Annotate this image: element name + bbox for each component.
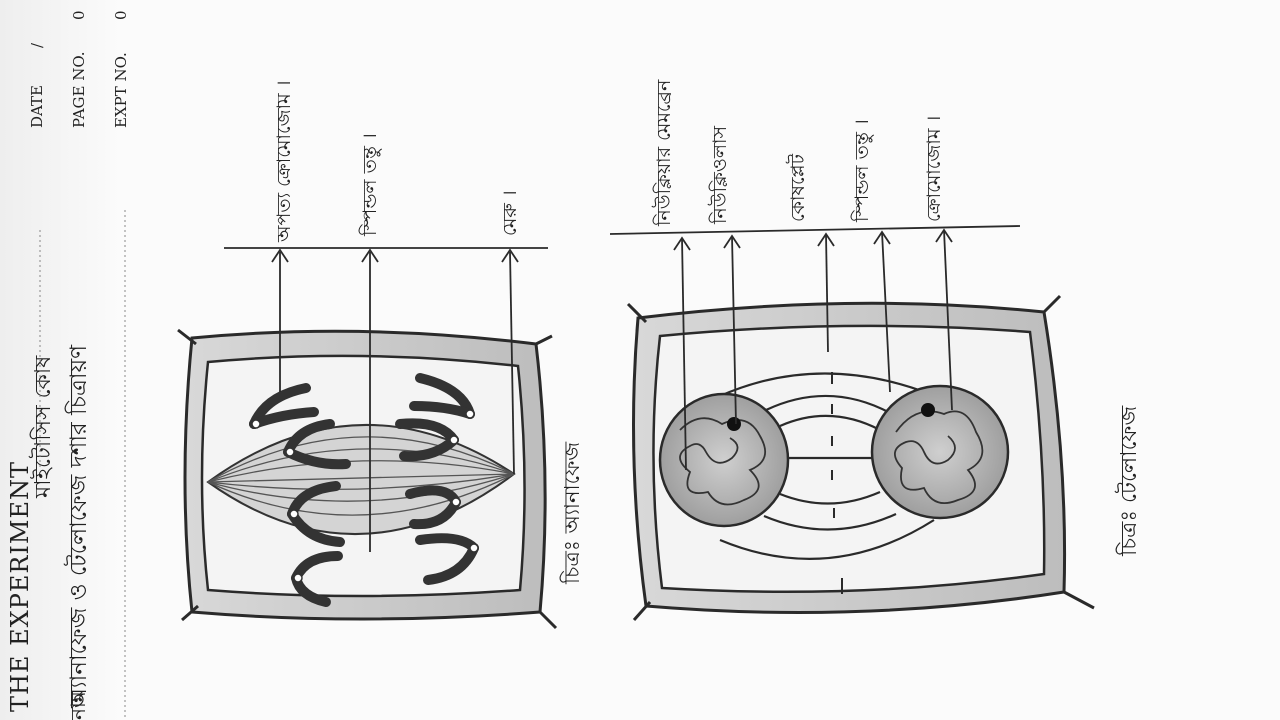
anaphase-centromeres [251,409,479,583]
anaphase-spindle-fibres [207,436,515,516]
header-rules [39,210,126,720]
page-gutter-shade [0,0,120,720]
anaphase-caption: চিত্রঃ অ্যানাফেজ [560,441,584,584]
telophase-label-nuclear-membrane: নিউক্লিয়ার মেমব্রেন [653,79,675,226]
telophase-label-spindle-fibre: স্পিন্ডল তন্তু । [851,119,873,222]
anaphase-wall-stubs [177,328,558,630]
telophase-label-cell-plate: কোষপ্লেট [787,154,809,222]
anaphase-label-spindle-fibre: স্পিন্ডল তন্তু । [359,133,381,236]
telophase-nucleus-right [870,384,1010,520]
anaphase-label-lines [224,247,548,552]
telophase-chromatin-right [894,410,984,504]
anaphase-label-daughter-chromosome: অপত্য ক্রোমোজোম । [273,80,295,242]
telophase-spindle-fibres [719,372,935,560]
telophase-cell-plate [831,372,843,594]
telophase-nucleolus-left [727,417,741,431]
telophase-wall-stubs [626,294,1095,621]
telophase-caption: চিত্রঃ টেলোফেজ [1117,405,1142,556]
telophase-chromatin-left [679,417,767,506]
telophase-nucleolus-right [921,403,935,417]
anaphase-label-pole: মেরু । [499,190,521,236]
telophase-nucleus-left [658,392,790,528]
telophase-label-nucleolus: নিউক্লিওলাস [709,125,731,224]
telophase-cell [626,294,1095,621]
telophase-label-lines [609,225,1021,471]
telophase-label-chromosome: ক্রোমোজোম । [923,115,945,222]
anaphase-cell [177,328,558,630]
